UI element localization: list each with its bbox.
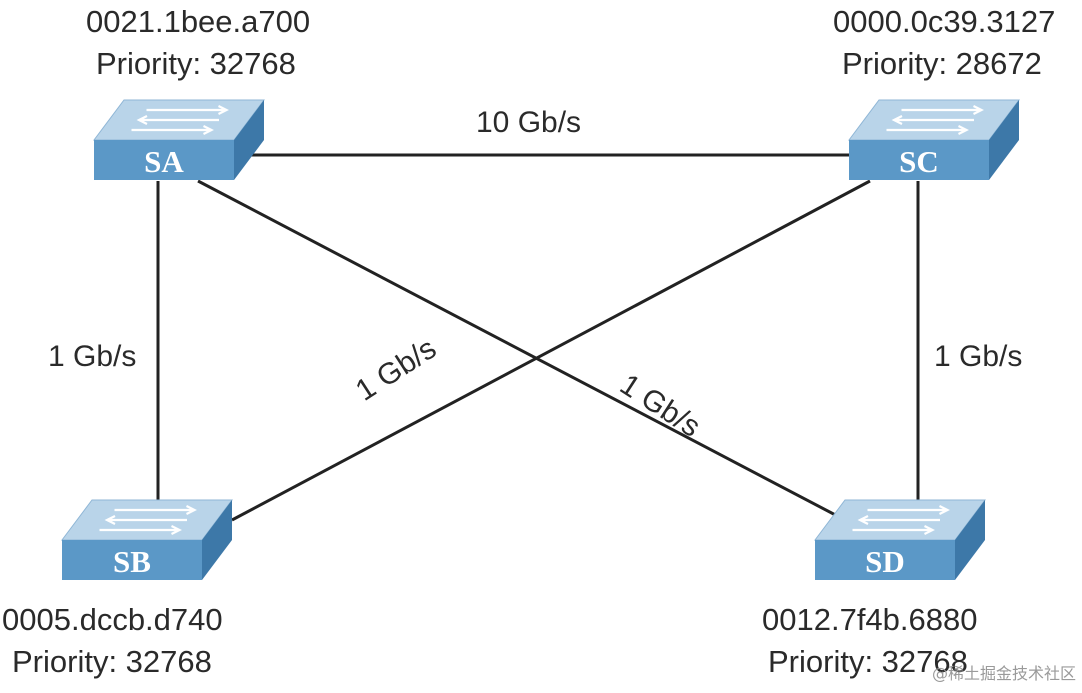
switch-side-face — [955, 500, 985, 580]
sd-priority: Priority: 32768 — [768, 644, 968, 679]
switch-side-face — [202, 500, 232, 580]
switch-front-face — [94, 140, 234, 180]
switch-label: SA — [144, 144, 184, 179]
sc-mac: 0000.0c39.3127 — [833, 4, 1056, 39]
switch-sc: SC — [848, 99, 1020, 180]
switch-sb: SB — [61, 499, 233, 580]
watermark: @稀土掘金技术社区 — [931, 664, 1076, 683]
switch-arrows-icon — [99, 505, 197, 535]
sa-priority: Priority: 32768 — [96, 46, 296, 81]
sd-mac: 0012.7f4b.6880 — [762, 602, 978, 637]
switch-side-face — [989, 100, 1019, 180]
sb-mac: 0005.dccb.d740 — [2, 602, 223, 637]
switch-front-face — [815, 540, 955, 580]
switch-front-face — [62, 540, 202, 580]
link-label-sa-sb: 1 Gb/s — [48, 340, 137, 373]
switch-front-face — [849, 140, 989, 180]
switch-label: SD — [865, 544, 905, 579]
switch-side-face — [234, 100, 264, 180]
links-layer — [156, 153, 920, 522]
switch-label: SC — [899, 144, 939, 179]
switch-sa: SA — [93, 99, 265, 180]
sa-mac: 0021.1bee.a700 — [86, 4, 311, 39]
link-label-sa-sc: 10 Gb/s — [476, 106, 582, 139]
switch-label: SB — [113, 544, 151, 579]
sb-priority: Priority: 32768 — [12, 644, 212, 679]
sc-priority: Priority: 28672 — [842, 46, 1042, 81]
link-label-sc-sd: 1 Gb/s — [934, 340, 1023, 373]
link-sc-sb — [231, 179, 871, 522]
switch-arrows-icon — [852, 505, 950, 535]
switch-arrows-icon — [886, 105, 984, 135]
link-sa-sd — [197, 179, 846, 522]
switch-sd: SD — [814, 499, 986, 580]
switch-arrows-icon — [131, 105, 229, 135]
switches-layer: SA SC SB SD — [61, 99, 1020, 580]
